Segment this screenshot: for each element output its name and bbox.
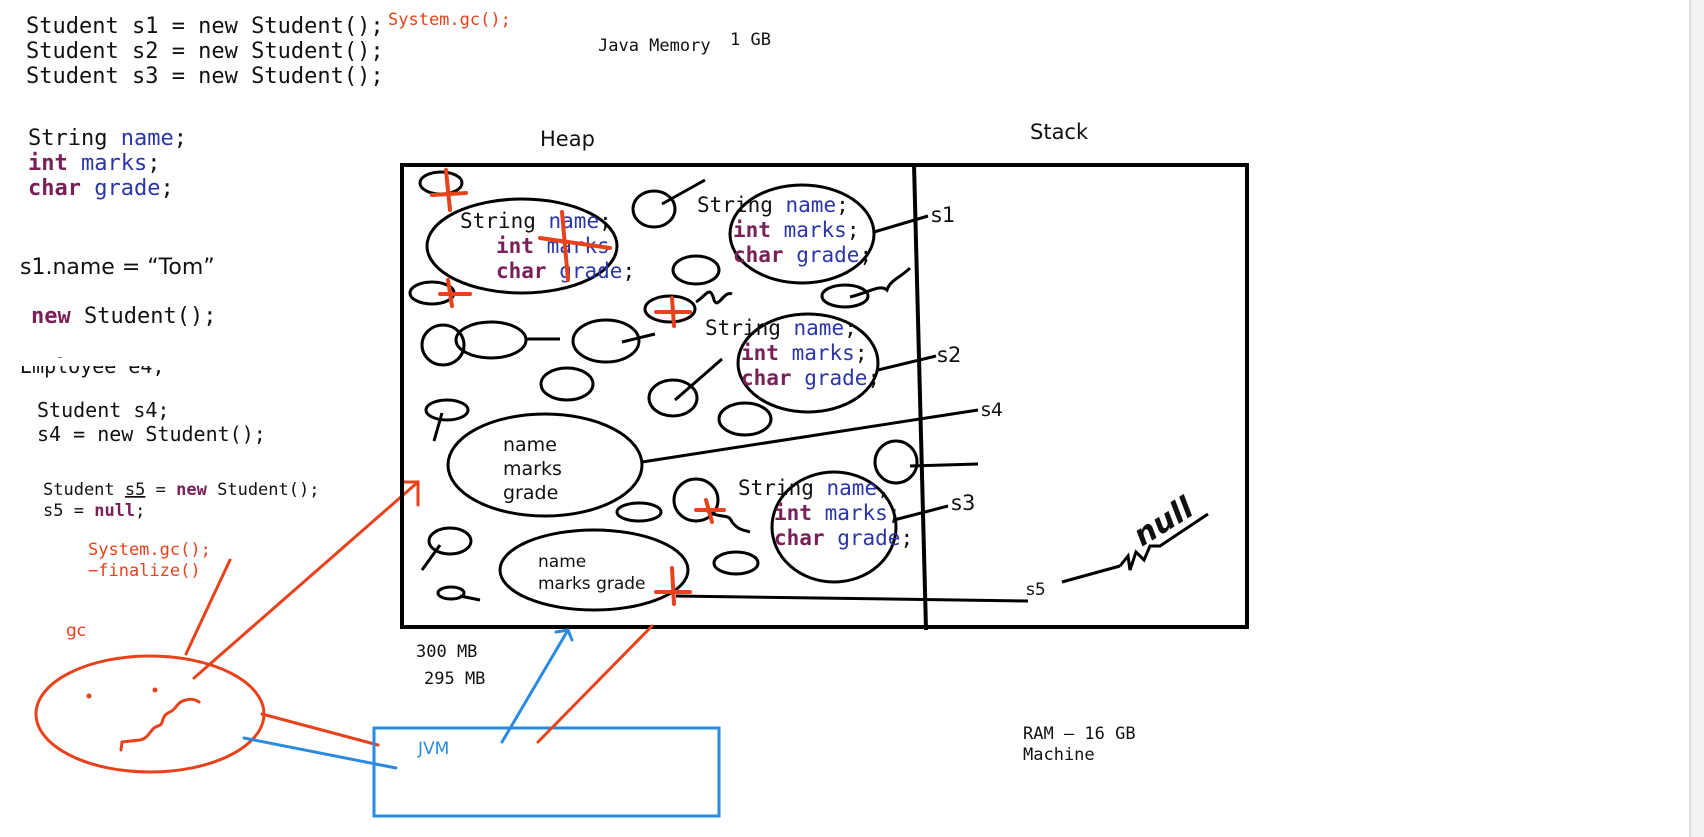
employee-line-erased: Employee e4; xyxy=(18,354,168,378)
s1-field-grade: char grade; xyxy=(733,243,872,267)
s2-field-marks: int marks; xyxy=(741,341,867,365)
heap-object-s4: name marks grade xyxy=(446,412,644,518)
gc-label: gc xyxy=(66,621,86,641)
heap-object-s2: String name; int marks; char grade; xyxy=(705,312,880,414)
field-grade-line: char grade; xyxy=(28,176,174,201)
field-name-line: String name; xyxy=(28,126,187,151)
code-line-s3: Student s3 = new Student(); xyxy=(26,64,384,89)
heap-title: Heap xyxy=(540,127,595,151)
left-code: s1.name = “Tom” new Student(); Employee … xyxy=(18,255,319,521)
heap-size-300: 300 MB xyxy=(416,642,477,662)
machine-info: RAM – 16 GB Machine xyxy=(1023,724,1136,765)
s4-assignment: s4 = new Student(); xyxy=(37,422,266,446)
assign-name-line: s1.name = “Tom” xyxy=(20,255,215,280)
obj1-field-marks: int marks xyxy=(496,234,610,258)
s5-declaration: Student s5 = new Student(); xyxy=(43,480,319,500)
s3-field-marks: int marks; xyxy=(774,501,900,525)
s5-field-marks-grade: marks grade xyxy=(538,574,646,594)
stack-var-s1: s1 xyxy=(931,203,955,227)
s4-declaration: Student s4; xyxy=(37,398,169,422)
class-fields: String name; int marks; char grade; xyxy=(28,126,187,201)
stack-var-s4: s4 xyxy=(981,399,1003,421)
s4-field-grade: grade xyxy=(503,482,558,504)
student-declarations: Student s1 = new Student(); Student s2 =… xyxy=(26,10,511,89)
gc-call-top: System.gc(); xyxy=(388,10,511,30)
s5-field-name: name xyxy=(538,552,586,572)
stack-var-s3: s3 xyxy=(951,491,975,515)
stack-var-s5: s5 xyxy=(1026,580,1046,600)
gc-notes: System.gc(); −finalize() gc xyxy=(66,540,211,641)
ram-label: RAM – 16 GB xyxy=(1023,724,1136,744)
code-line-s2: Student s2 = new Student(); xyxy=(26,39,384,64)
heap-garbage-objects xyxy=(408,170,979,602)
s5-null-assignment: s5 = null; xyxy=(43,501,145,521)
s4-field-marks: marks xyxy=(503,458,562,480)
code-line-s1: Student s1 = new Student(); xyxy=(26,14,384,39)
heap-object-1: String name; int marks char grade; xyxy=(425,197,635,295)
right-frame-edge xyxy=(1690,0,1704,837)
jvm-box: JVM xyxy=(372,624,721,818)
stack-variables: s1 s2 s4 s3 s5 null xyxy=(931,203,1200,600)
java-memory-size: 1 GB xyxy=(730,30,771,50)
s3-field-name: String name, xyxy=(738,476,890,500)
jvm-label: JVM xyxy=(417,739,449,759)
s1-field-name: String name; xyxy=(697,193,849,217)
obj1-field-grade: char grade; xyxy=(496,259,635,283)
new-student-line: new Student(); xyxy=(31,304,216,329)
heap-object-s5: name marks grade xyxy=(498,528,690,612)
memory-box: Heap Stack 300 MB 295 MB xyxy=(400,120,1249,689)
garbage-marks xyxy=(430,168,726,606)
gc-face-drawing xyxy=(34,480,420,774)
s3-field-grade: char grade; xyxy=(774,526,913,550)
s4-field-name: name xyxy=(503,434,557,456)
heap-size-295: 295 MB xyxy=(424,669,485,689)
finalize-note: −finalize() xyxy=(88,561,201,581)
stack-title: Stack xyxy=(1030,120,1089,144)
obj1-field-name: String name; xyxy=(460,209,612,233)
stack-var-s2: s2 xyxy=(937,343,961,367)
heap-object-s1: String name; int marks; char grade; xyxy=(697,183,876,285)
s2-field-grade: char grade; xyxy=(741,366,880,390)
s1-field-marks: int marks; xyxy=(733,218,859,242)
field-marks-line: int marks; xyxy=(28,151,160,176)
stack-references xyxy=(641,214,1209,603)
heap-object-s3: String name, int marks; char grade; xyxy=(738,470,913,584)
machine-label: Machine xyxy=(1023,745,1095,765)
java-memory-label: Java Memory xyxy=(598,36,711,56)
s2-field-name: String name; xyxy=(705,316,857,340)
java-memory-title: Java Memory 1 GB xyxy=(598,30,771,56)
gc-call-note: System.gc(); xyxy=(88,540,211,560)
